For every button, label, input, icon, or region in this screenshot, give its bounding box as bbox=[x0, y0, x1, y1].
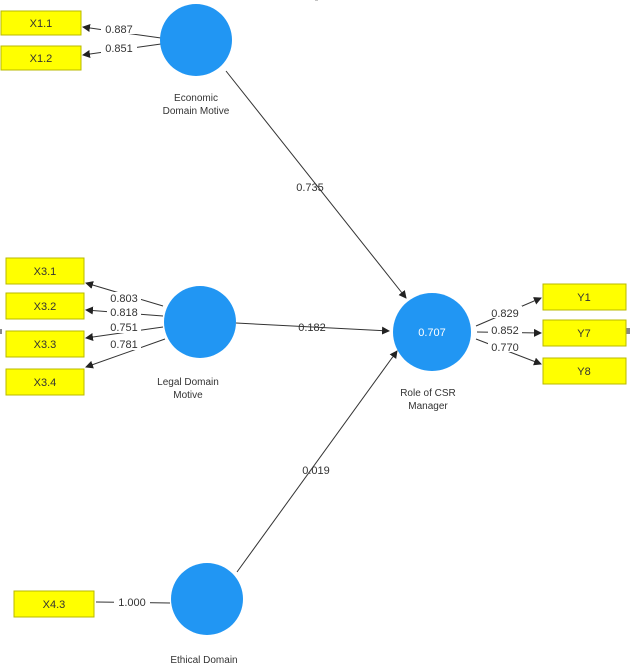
indicator-label: X3.4 bbox=[34, 377, 57, 389]
indicator-x1-2[interactable]: X1.2 bbox=[0, 45, 82, 71]
indicator-label: X3.1 bbox=[34, 266, 57, 278]
left-edge-handle bbox=[0, 329, 2, 334]
loading-bg-x1-2 bbox=[101, 42, 137, 54]
loading-bg-x3-3 bbox=[107, 321, 141, 333]
loading-value-x1-2: 0.851 bbox=[105, 43, 133, 55]
construct-csr-manager[interactable]: 0.707 Role of CSR Manager bbox=[393, 293, 471, 412]
right-edge-handle bbox=[626, 328, 630, 334]
indicator-x1-1[interactable]: X1.1 bbox=[0, 10, 82, 36]
indicator-label: X3.2 bbox=[34, 301, 57, 313]
loading-value-x3-1: 0.803 bbox=[110, 293, 138, 305]
path-economic-to-csr[interactable] bbox=[225, 70, 407, 299]
loading-bg-x3-1 bbox=[107, 292, 141, 304]
construct-label-line1: Economic bbox=[174, 93, 218, 104]
indicator-y7[interactable]: Y7 bbox=[542, 319, 627, 347]
construct-label-line2: Manager bbox=[408, 401, 448, 412]
construct-circle[interactable] bbox=[171, 563, 243, 635]
indicator-x3-1[interactable]: X3.1 bbox=[5, 257, 85, 285]
path-coefficient-legal: 0.182 bbox=[298, 322, 326, 334]
loading-bg-x4-3 bbox=[114, 595, 150, 608]
loading-value-x3-3: 0.751 bbox=[110, 322, 138, 334]
indicator-y1[interactable]: Y1 bbox=[542, 283, 627, 311]
loading-bg-y8 bbox=[488, 340, 522, 352]
r-squared-value: 0.707 bbox=[418, 327, 446, 339]
indicator-label: X1.1 bbox=[30, 18, 53, 30]
construct-circle[interactable] bbox=[393, 293, 471, 371]
construct-economic[interactable]: Economic Domain Motive bbox=[160, 4, 232, 117]
loading-bg-y1 bbox=[488, 306, 522, 318]
loading-value-y8: 0.770 bbox=[491, 342, 519, 354]
indicator-label: X1.2 bbox=[30, 53, 53, 65]
outer-loading-lines bbox=[82, 24, 542, 604]
loading-value-y7: 0.852 bbox=[491, 325, 519, 337]
path-coefficient-ethical: 0.019 bbox=[302, 465, 330, 477]
construct-label-line1: Legal Domain bbox=[157, 377, 219, 388]
construct-label-line1: Role of CSR bbox=[400, 388, 456, 399]
indicator-label: X3.3 bbox=[34, 339, 57, 351]
loading-value-x1-1: 0.887 bbox=[105, 24, 133, 36]
indicator-label: X4.3 bbox=[43, 599, 66, 611]
loading-bg-y7 bbox=[488, 324, 522, 336]
construct-circle[interactable] bbox=[164, 286, 236, 358]
loading-value-x3-4: 0.781 bbox=[110, 339, 138, 351]
indicator-x3-4[interactable]: X3.4 bbox=[5, 368, 85, 396]
structural-paths bbox=[225, 70, 407, 573]
indicator-y8[interactable]: Y8 bbox=[542, 357, 627, 385]
loading-value-x3-2: 0.818 bbox=[110, 307, 138, 319]
construct-label-line2: Motive bbox=[173, 390, 203, 401]
construct-ethical[interactable]: Ethical Domain bbox=[170, 563, 243, 665]
indicator-x3-3[interactable]: X3.3 bbox=[5, 330, 85, 358]
path-coefficient-economic: 0.735 bbox=[296, 182, 324, 194]
loading-value-x4-3: 1.000 bbox=[118, 597, 146, 609]
loading-bg-x1-1 bbox=[101, 22, 137, 34]
construct-label-line2: Domain Motive bbox=[163, 106, 230, 117]
path-ethical-to-csr[interactable] bbox=[236, 350, 398, 573]
indicator-x3-2[interactable]: X3.2 bbox=[5, 292, 85, 320]
indicator-x4-3[interactable]: X4.3 bbox=[13, 590, 95, 618]
path-legal-to-csr[interactable] bbox=[235, 322, 390, 335]
construct-circle[interactable] bbox=[160, 4, 232, 76]
loading-value-y1: 0.829 bbox=[491, 308, 519, 320]
loading-line-x3-4[interactable] bbox=[85, 338, 166, 369]
indicator-label: Y7 bbox=[577, 328, 590, 340]
loading-bg-x3-2 bbox=[107, 306, 141, 318]
indicator-label: Y1 bbox=[577, 292, 590, 304]
loading-bg-x3-4 bbox=[107, 338, 141, 350]
indicator-label: Y8 bbox=[577, 366, 590, 378]
construct-label-line1: Ethical Domain bbox=[170, 655, 237, 665]
construct-legal[interactable]: Legal Domain Motive bbox=[157, 286, 236, 401]
